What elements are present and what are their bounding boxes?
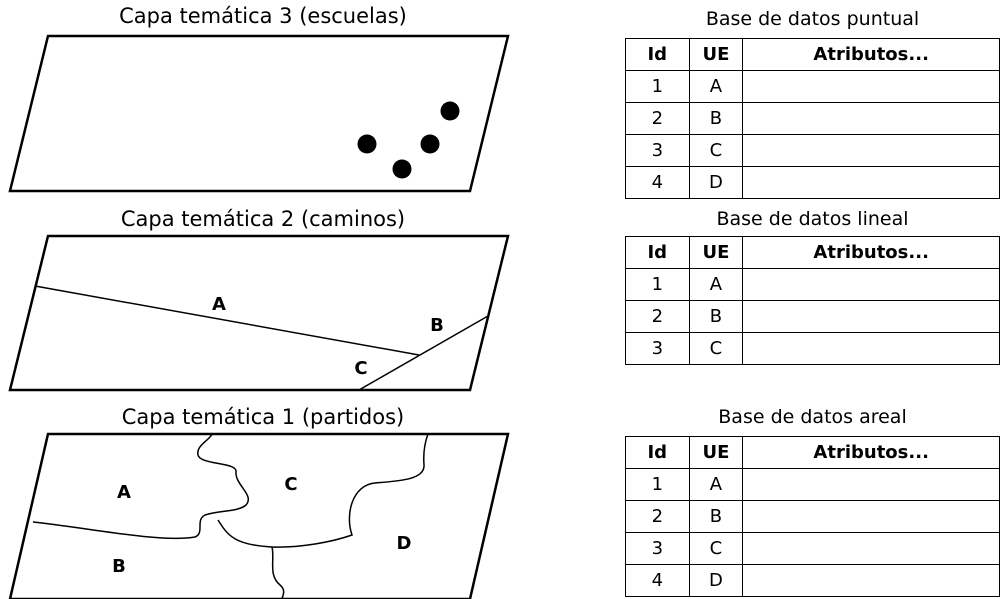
cell-id: 4: [625, 564, 690, 597]
table-header-row: Id UE Atributos...: [625, 236, 1000, 269]
column-header-id: Id: [625, 236, 690, 269]
table-row: 1 A: [625, 70, 1000, 103]
column-header-attributes: Atributos...: [742, 38, 1000, 71]
school-point: [392, 159, 412, 179]
table-row: 2 B: [625, 500, 1000, 533]
thematic-layers-diagram: Capa temática 3 (escuelas) Capa temática…: [8, 4, 510, 599]
layer-title-roads: Capa temática 2 (caminos): [121, 207, 405, 231]
layer-title-districts: Capa temática 1 (partidos): [122, 405, 405, 429]
layer-plane-districts: [8, 432, 510, 599]
linear-database-title: Base de datos lineal: [716, 208, 909, 230]
school-point: [440, 101, 460, 121]
column-header-ue: UE: [688, 38, 744, 71]
cell-attributes: [742, 268, 1000, 301]
cell-ue: C: [688, 134, 744, 167]
cell-id: 4: [625, 166, 690, 199]
table-row: 3 C: [625, 134, 1000, 167]
cell-ue: C: [688, 532, 744, 565]
column-header-id: Id: [625, 436, 690, 469]
cell-attributes: [742, 468, 1000, 501]
linear-database-table: Id UE Atributos... 1 A 2 B 3 C: [625, 236, 1000, 365]
cell-ue: A: [688, 268, 744, 301]
cell-attributes: [742, 332, 1000, 365]
table-row: 4 D: [625, 166, 1000, 199]
cell-attributes: [742, 500, 1000, 533]
column-header-attributes: Atributos...: [742, 436, 1000, 469]
district-border: [217, 433, 429, 548]
district-label-b: B: [112, 556, 126, 577]
table-row: 2 B: [625, 102, 1000, 135]
areal-database-title: Base de datos areal: [718, 406, 907, 428]
point-database-title: Base de datos puntual: [705, 8, 920, 30]
cell-id: 2: [625, 500, 690, 533]
cell-attributes: [742, 166, 1000, 199]
cell-ue: B: [688, 102, 744, 135]
school-point: [357, 134, 377, 154]
table-row: 3 C: [625, 532, 1000, 565]
cell-id: 1: [625, 70, 690, 103]
column-header-ue: UE: [688, 436, 744, 469]
layer-plane-roads: [8, 234, 510, 392]
cell-ue: D: [688, 564, 744, 597]
cell-ue: A: [688, 70, 744, 103]
cell-ue: B: [688, 300, 744, 333]
road-line-b: [358, 315, 489, 391]
table-row: 2 B: [625, 300, 1000, 333]
table-row: 3 C: [625, 332, 1000, 365]
cell-ue: B: [688, 500, 744, 533]
cell-attributes: [742, 532, 1000, 565]
district-border: [271, 546, 285, 599]
road-label-c: C: [354, 358, 367, 379]
school-point: [420, 134, 440, 154]
table-row: 4 D: [625, 564, 1000, 597]
road-label-a: A: [212, 294, 226, 315]
cell-id: 3: [625, 332, 690, 365]
cell-id: 3: [625, 134, 690, 167]
cell-id: 1: [625, 268, 690, 301]
cell-ue: C: [688, 332, 744, 365]
areal-database-table: Id UE Atributos... 1 A 2 B 3 C 4 D: [625, 436, 1000, 597]
column-header-id: Id: [625, 38, 690, 71]
road-line-a: [34, 285, 420, 356]
cell-id: 3: [625, 532, 690, 565]
cell-id: 2: [625, 300, 690, 333]
layer-title-schools: Capa temática 3 (escuelas): [119, 4, 407, 28]
cell-attributes: [742, 564, 1000, 597]
cell-ue: A: [688, 468, 744, 501]
layer-plane-schools: [8, 34, 510, 193]
cell-attributes: [742, 102, 1000, 135]
district-label-d: D: [397, 533, 412, 554]
table-row: 1 A: [625, 268, 1000, 301]
cell-attributes: [742, 70, 1000, 103]
point-database-table: Id UE Atributos... 1 A 2 B 3 C 4 D: [625, 38, 1000, 199]
road-label-b: B: [430, 315, 444, 336]
district-label-a: A: [117, 482, 131, 503]
table-header-row: Id UE Atributos...: [625, 436, 1000, 469]
cell-ue: D: [688, 166, 744, 199]
cell-attributes: [742, 134, 1000, 167]
cell-id: 2: [625, 102, 690, 135]
table-row: 1 A: [625, 468, 1000, 501]
cell-id: 1: [625, 468, 690, 501]
cell-attributes: [742, 300, 1000, 333]
column-header-attributes: Atributos...: [742, 236, 1000, 269]
district-border: [32, 433, 249, 540]
district-label-c: C: [284, 474, 297, 495]
column-header-ue: UE: [688, 236, 744, 269]
table-header-row: Id UE Atributos...: [625, 38, 1000, 71]
